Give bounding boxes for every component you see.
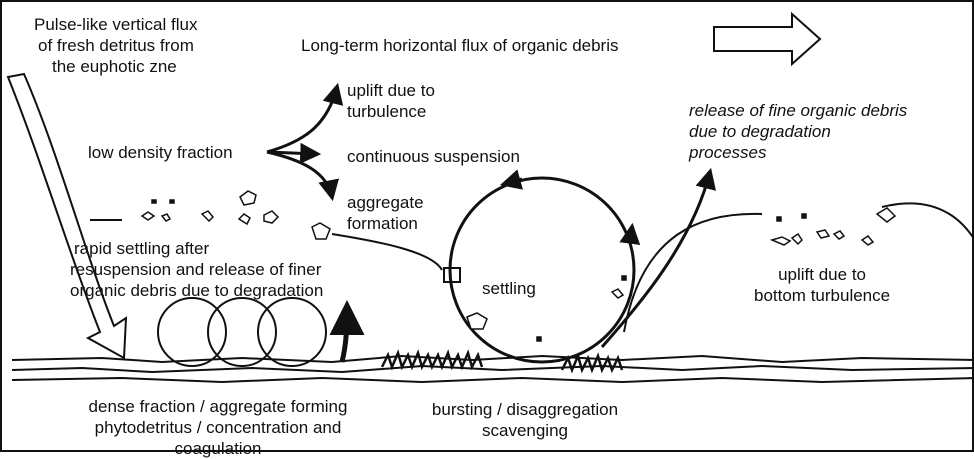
rapid-settling-line-2: resuspension and release of finer [70, 259, 390, 280]
pulse-flux-line-2: of fresh detritus from [34, 35, 197, 56]
sea-floor [12, 353, 974, 382]
uplift-line [624, 214, 762, 332]
vertical-flux-arrow [8, 74, 126, 358]
pulse-flux-label: Pulse-like vertical flux of fresh detrit… [34, 14, 197, 77]
resuspension-circle-2 [208, 298, 276, 366]
rapid-settling-line-3: organic debris due to degradation [70, 280, 390, 301]
particles-left [142, 191, 330, 239]
release-fine-line-3: processes [689, 142, 907, 163]
dense-fraction-label: dense fraction / aggregate forming phyto… [60, 396, 376, 459]
release-fine-line-2: due to degradation [689, 121, 907, 142]
bursting-line-1: bursting / disaggregation [410, 399, 640, 420]
settling-label: settling [482, 278, 536, 299]
uplift-bottom-line-1: uplift due to [754, 264, 890, 285]
resuspension-arrow [342, 307, 347, 362]
bursting-line-2: scavenging [410, 420, 640, 441]
release-fine-line-1: release of fine organic debris [689, 100, 907, 121]
bursting-label: bursting / disaggregation scavenging [410, 399, 640, 441]
particles-right [772, 208, 895, 245]
aggregate-formation-line-2: formation [347, 213, 424, 234]
horizontal-flux-arrow [714, 14, 820, 64]
resuspension-circle-1 [158, 298, 226, 366]
release-fine-label: release of fine organic debris due to de… [689, 100, 907, 163]
uplift-bottom-label: uplift due to bottom turbulence [754, 264, 890, 306]
arrow-to-uplift [267, 87, 337, 152]
horizontal-flux-label: Long-term horizontal flux of organic deb… [301, 35, 619, 56]
resuspension-circle-3 [258, 298, 326, 366]
dense-fraction-line-1: dense fraction / aggregate forming [60, 396, 376, 417]
uplift-bottom-line-2: bottom turbulence [754, 285, 890, 306]
dense-fraction-line-2: phytodetritus / concentration and [60, 417, 376, 438]
dense-fraction-line-3: coagulation [60, 438, 376, 459]
rapid-settling-line-1: rapid settling after [70, 238, 390, 259]
uplift-turbulence-line-2: turbulence [347, 101, 435, 122]
settling-circle [450, 178, 634, 362]
uplift-turbulence-line-1: uplift due to [347, 80, 435, 101]
low-density-label: low density fraction [88, 142, 233, 163]
pulse-flux-line-3: the euphotic zne [34, 56, 197, 77]
aggregate-formation-line-1: aggregate [347, 192, 424, 213]
aggregate-formation-label: aggregate formation [347, 192, 424, 234]
continuous-suspension-label: continuous suspension [347, 146, 520, 167]
uplift-turbulence-label: uplift due to turbulence [347, 80, 435, 122]
arrow-to-aggregate [267, 152, 332, 197]
pulse-flux-line-1: Pulse-like vertical flux [34, 14, 197, 35]
circle-arrow-right [630, 227, 632, 242]
right-arc [882, 203, 974, 242]
rapid-settling-label: rapid settling after resuspension and re… [70, 238, 390, 301]
